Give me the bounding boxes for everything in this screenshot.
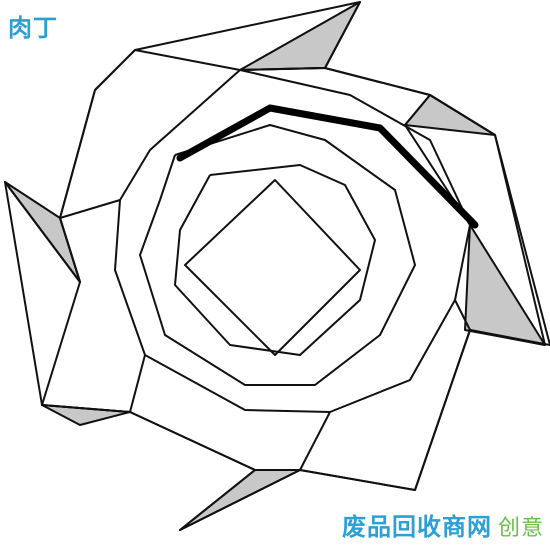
shaded-flaps xyxy=(4,1,546,531)
fold-diag-6 xyxy=(454,299,471,331)
fold-ring-3 xyxy=(139,124,416,386)
watermark-top-left-text: 肉丁 xyxy=(8,14,58,42)
fold-diag-2 xyxy=(404,94,471,226)
center-square xyxy=(184,179,361,356)
fold-outer-ring xyxy=(41,49,546,491)
watermark-logo-top-left: 肉丁 xyxy=(8,8,58,43)
flap-right-upper xyxy=(404,94,496,136)
watermark-logo-bottom-right: 废品回收商网 创意 xyxy=(342,507,544,542)
fold-diag-1 xyxy=(239,67,321,71)
watermark-bottom-right-text: 废品回收商网 xyxy=(341,513,492,541)
fold-diag-4 xyxy=(129,354,146,413)
fold-ring-4 xyxy=(174,164,376,356)
watermark-bottom-right-subtext: 创意 xyxy=(497,516,544,541)
flap-right xyxy=(464,224,546,346)
fold-diag-3 xyxy=(59,199,121,219)
fold-lines xyxy=(41,49,546,491)
fold-diag-5 xyxy=(299,411,331,471)
highlighted-fold-edge xyxy=(176,104,479,229)
